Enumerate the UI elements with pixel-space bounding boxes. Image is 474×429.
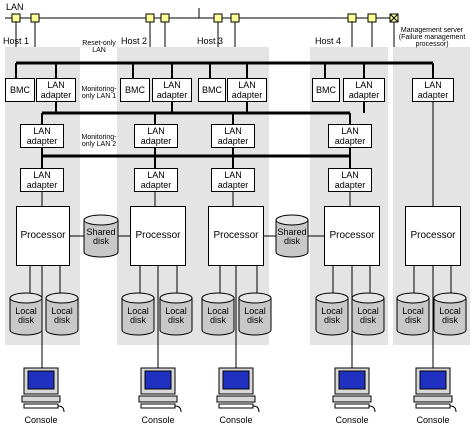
management-server-label: Management server (Failure management pr… [398,27,466,48]
hub-icon [30,13,40,23]
console-computer-icon [138,367,182,413]
local-disk-label: Local disk [357,306,379,325]
bmc-box: BMC [5,78,35,102]
host-name: Host 4 [315,36,342,46]
host-name: Host 3 [197,36,224,46]
local-disk-label: Local disk [207,306,229,325]
terminator-icon [389,13,399,23]
console-computer-icon [413,367,457,413]
console-computer-icon [332,367,376,413]
console-computer-icon [216,367,260,413]
disk-cylinder-icon [275,214,309,258]
disk-cylinder-icon [315,292,349,336]
processor-box: Processor [324,206,380,266]
host-name: Host 2 [121,36,148,46]
console-label: Console [141,415,175,425]
console-label: Console [219,415,253,425]
lan-adapter-box: LAN adapter [20,168,64,192]
console-label: Console [335,415,369,425]
lan-adapter-box: LAN adapter [343,78,385,102]
console-label: Console [416,415,450,425]
bmc-box: BMC [120,78,150,102]
console-computer-icon [21,367,65,413]
lan-adapter-box: LAN adapter [36,78,76,102]
processor-box: Processor [208,206,264,266]
disk-cylinder-icon [201,292,235,336]
local-disk-label: Local disk [15,306,37,325]
processor-box: Processor [405,206,461,266]
console-label: Console [24,415,58,425]
reset-only-lan-label: Reset-only LAN [82,40,116,54]
lan-adapter-box: LAN adapter [134,168,178,192]
monitoring-lan-2-label: Monitoring-only LAN 2 [81,134,117,148]
shared-disk-label: Shared disk [277,227,307,246]
hub-icon [367,13,377,23]
processor-box: Processor [16,206,70,266]
hub-icon [347,13,357,23]
shared-disk-label: Shared disk [86,227,116,246]
lan-adapter-box: LAN adapter [134,124,178,148]
processor-box: Processor [130,206,186,266]
local-disk-label: Local disk [402,306,424,325]
lan-label: LAN [6,2,24,12]
bmc-box: BMC [312,78,340,102]
disk-cylinder-icon [121,292,155,336]
lan-adapter-box: LAN adapter [328,168,372,192]
disk-cylinder-icon [83,214,119,258]
local-disk-label: Local disk [244,306,266,325]
monitoring-lan-1-label: Monitoring-only LAN 1 [81,86,117,100]
hub-icon [145,13,155,23]
bmc-box: BMC [198,78,226,102]
disk-cylinder-icon [9,292,43,336]
local-disk-label: Local disk [321,306,343,325]
local-disk-label: Local disk [165,306,187,325]
lan-adapter-box: LAN adapter [227,78,267,102]
lan-adapter-box: LAN adapter [211,168,255,192]
hub-icon [11,13,21,23]
disk-cylinder-icon [159,292,193,336]
host-name: Host 1 [3,36,30,46]
lan-adapter-box: LAN adapter [412,78,454,102]
disk-cylinder-icon [396,292,430,336]
disk-cylinder-icon [238,292,272,336]
hub-icon [230,13,240,23]
disk-cylinder-icon [45,292,79,336]
lan-adapter-box: LAN adapter [152,78,192,102]
local-disk-label: Local disk [51,306,73,325]
local-disk-label: Local disk [439,306,461,325]
hub-icon [213,13,223,23]
lan-adapter-box: LAN adapter [20,124,64,148]
lan-adapter-box: LAN adapter [211,124,255,148]
local-disk-label: Local disk [127,306,149,325]
lan-adapter-box: LAN adapter [328,124,372,148]
disk-cylinder-icon [433,292,467,336]
hub-icon [160,13,170,23]
disk-cylinder-icon [351,292,385,336]
